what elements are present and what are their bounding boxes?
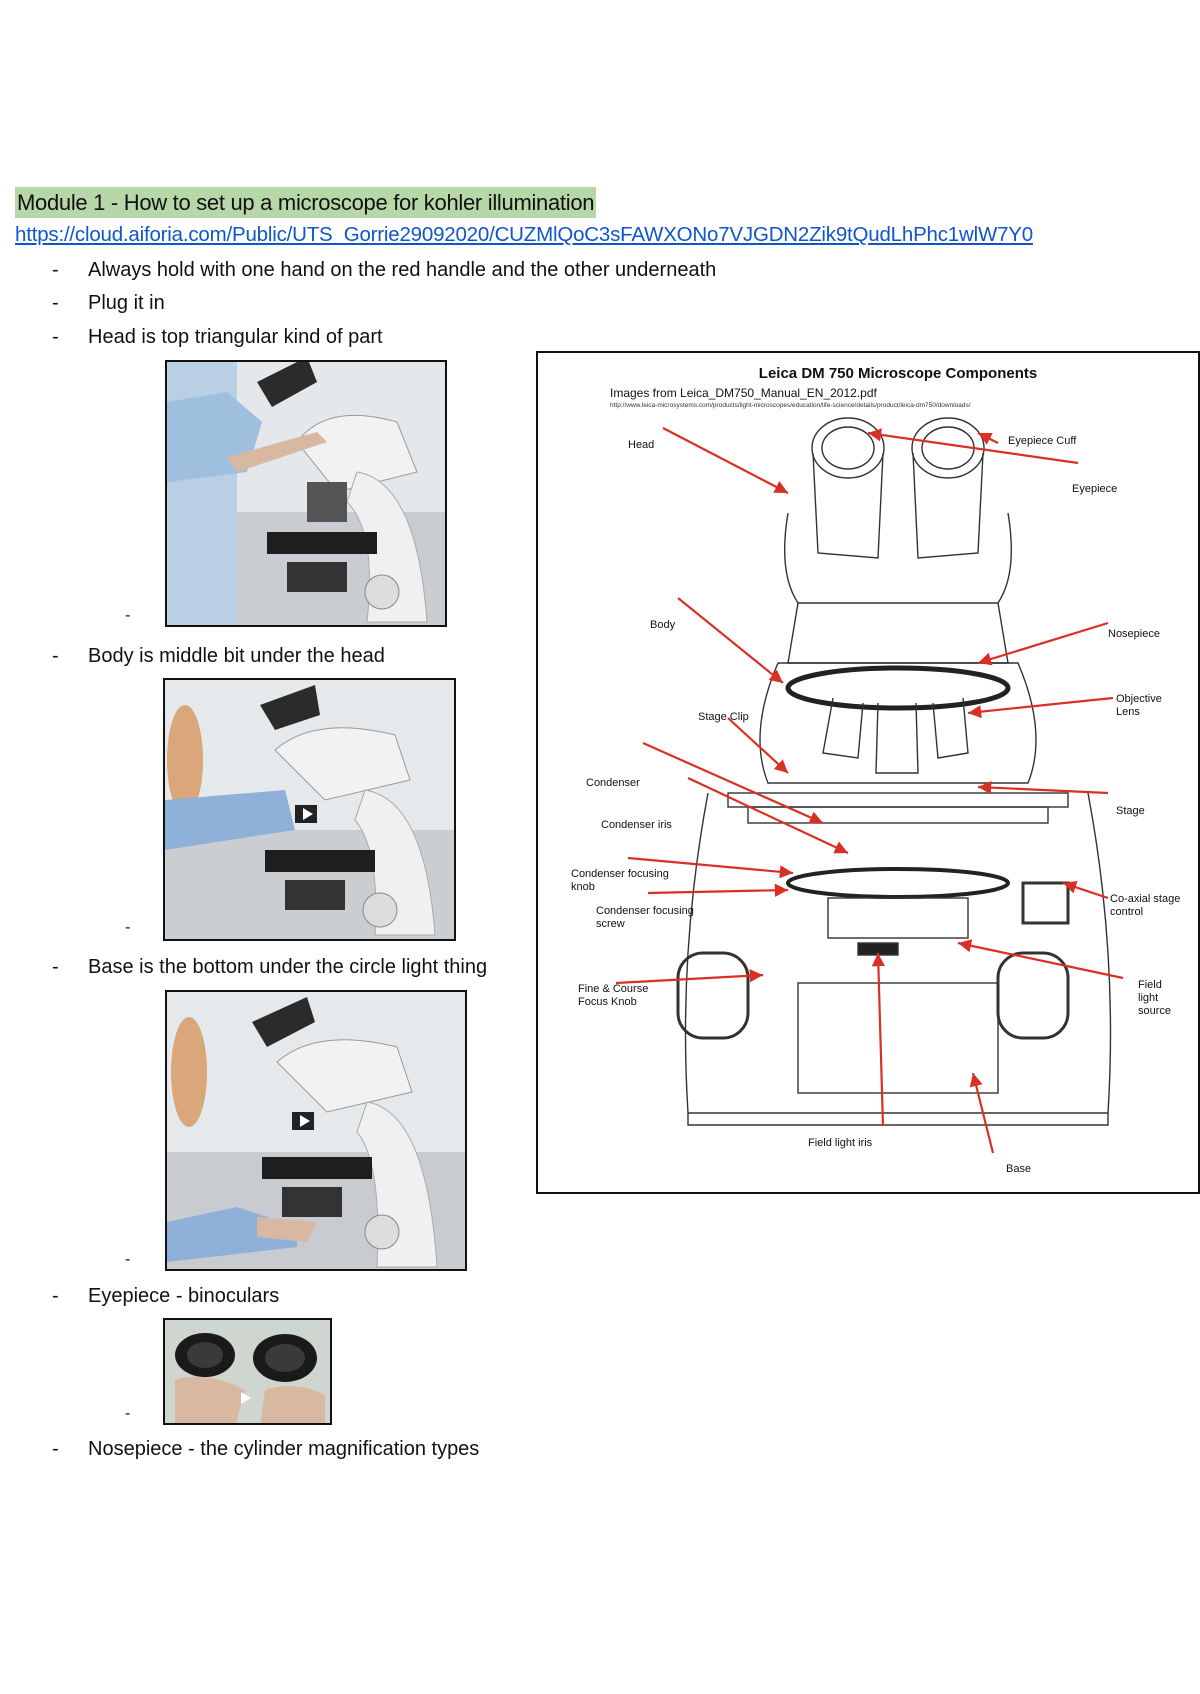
bullet-dash: -	[52, 1285, 59, 1307]
label-condenser-focusing-knob: Condenser focusing knob	[571, 868, 669, 893]
bullet-hold: Always hold with one hand on the red han…	[88, 259, 717, 281]
label-fine-course-focus-knob: Fine & Course Focus Knob	[578, 983, 649, 1008]
bullet-dash: -	[52, 956, 59, 978]
microscope-drawing	[615, 417, 1124, 1154]
label-condenser-focusing-screw: Condenser focusing screw	[596, 905, 694, 930]
aiforia-link[interactable]: https://cloud.aiforia.com/Public/UTS_Gor…	[15, 223, 1033, 246]
bullet-dash: -	[52, 326, 59, 348]
bullet-dash: -	[52, 259, 59, 281]
label-eyepiece-cuff: Eyepiece Cuff	[1008, 435, 1077, 447]
photo-eyepiece	[163, 1318, 332, 1425]
label-head: Head	[628, 439, 655, 451]
label-condenser-iris: Condenser iris	[601, 819, 672, 831]
leica-diagram: Leica DM 750 Microscope Components Image…	[536, 351, 1200, 1194]
bullet-plug: Plug it in	[88, 292, 165, 314]
photo-dash: -	[125, 1251, 131, 1268]
bullet-nosepiece: Nosepiece - the cylinder magnification t…	[88, 1438, 480, 1460]
diagram-subtitle: Images from Leica_DM750_Manual_EN_2012.p…	[610, 386, 877, 400]
photo-microscope-base	[165, 990, 467, 1271]
bullet-head: Head is top triangular kind of part	[88, 326, 383, 348]
bullet-dash: -	[52, 645, 59, 667]
photo-dash: -	[125, 607, 131, 624]
label-field-light-iris: Field light iris	[808, 1137, 873, 1149]
label-base: Base	[1006, 1163, 1032, 1175]
photo-dash: -	[125, 1405, 131, 1422]
bullet-body: Body is middle bit under the head	[88, 645, 385, 667]
label-nosepiece: Nosepiece	[1108, 628, 1160, 640]
bullet-eyepiece: Eyepiece - binoculars	[88, 1285, 280, 1307]
label-stage: Stage	[1116, 805, 1145, 817]
bullet-base: Base is the bottom under the circle ligh…	[88, 956, 488, 978]
diagram-title: Leica DM 750 Microscope Components	[758, 365, 1038, 382]
label-co-axial-stage-control: Co-axial stage control	[1110, 893, 1181, 918]
bullet-dash: -	[52, 292, 59, 314]
bullet-dash: -	[52, 1438, 59, 1460]
label-body: Body	[650, 619, 676, 631]
photo-dash: -	[125, 919, 131, 936]
page-heading: Module 1 - How to set up a microscope fo…	[15, 187, 597, 218]
photo-microscope-head	[165, 360, 447, 627]
label-eyepiece: Eyepiece	[1072, 483, 1118, 495]
label-stage-clip: Stage Clip	[698, 711, 749, 723]
photo-microscope-body	[163, 678, 456, 941]
label-condenser: Condenser	[586, 777, 640, 789]
diagram-source-url: http://www.leica-microsystems.com/produc…	[610, 402, 971, 409]
label-objective-lens: Objective Lens	[1116, 693, 1162, 718]
label-field-light-source: Field light source	[1138, 979, 1172, 1017]
